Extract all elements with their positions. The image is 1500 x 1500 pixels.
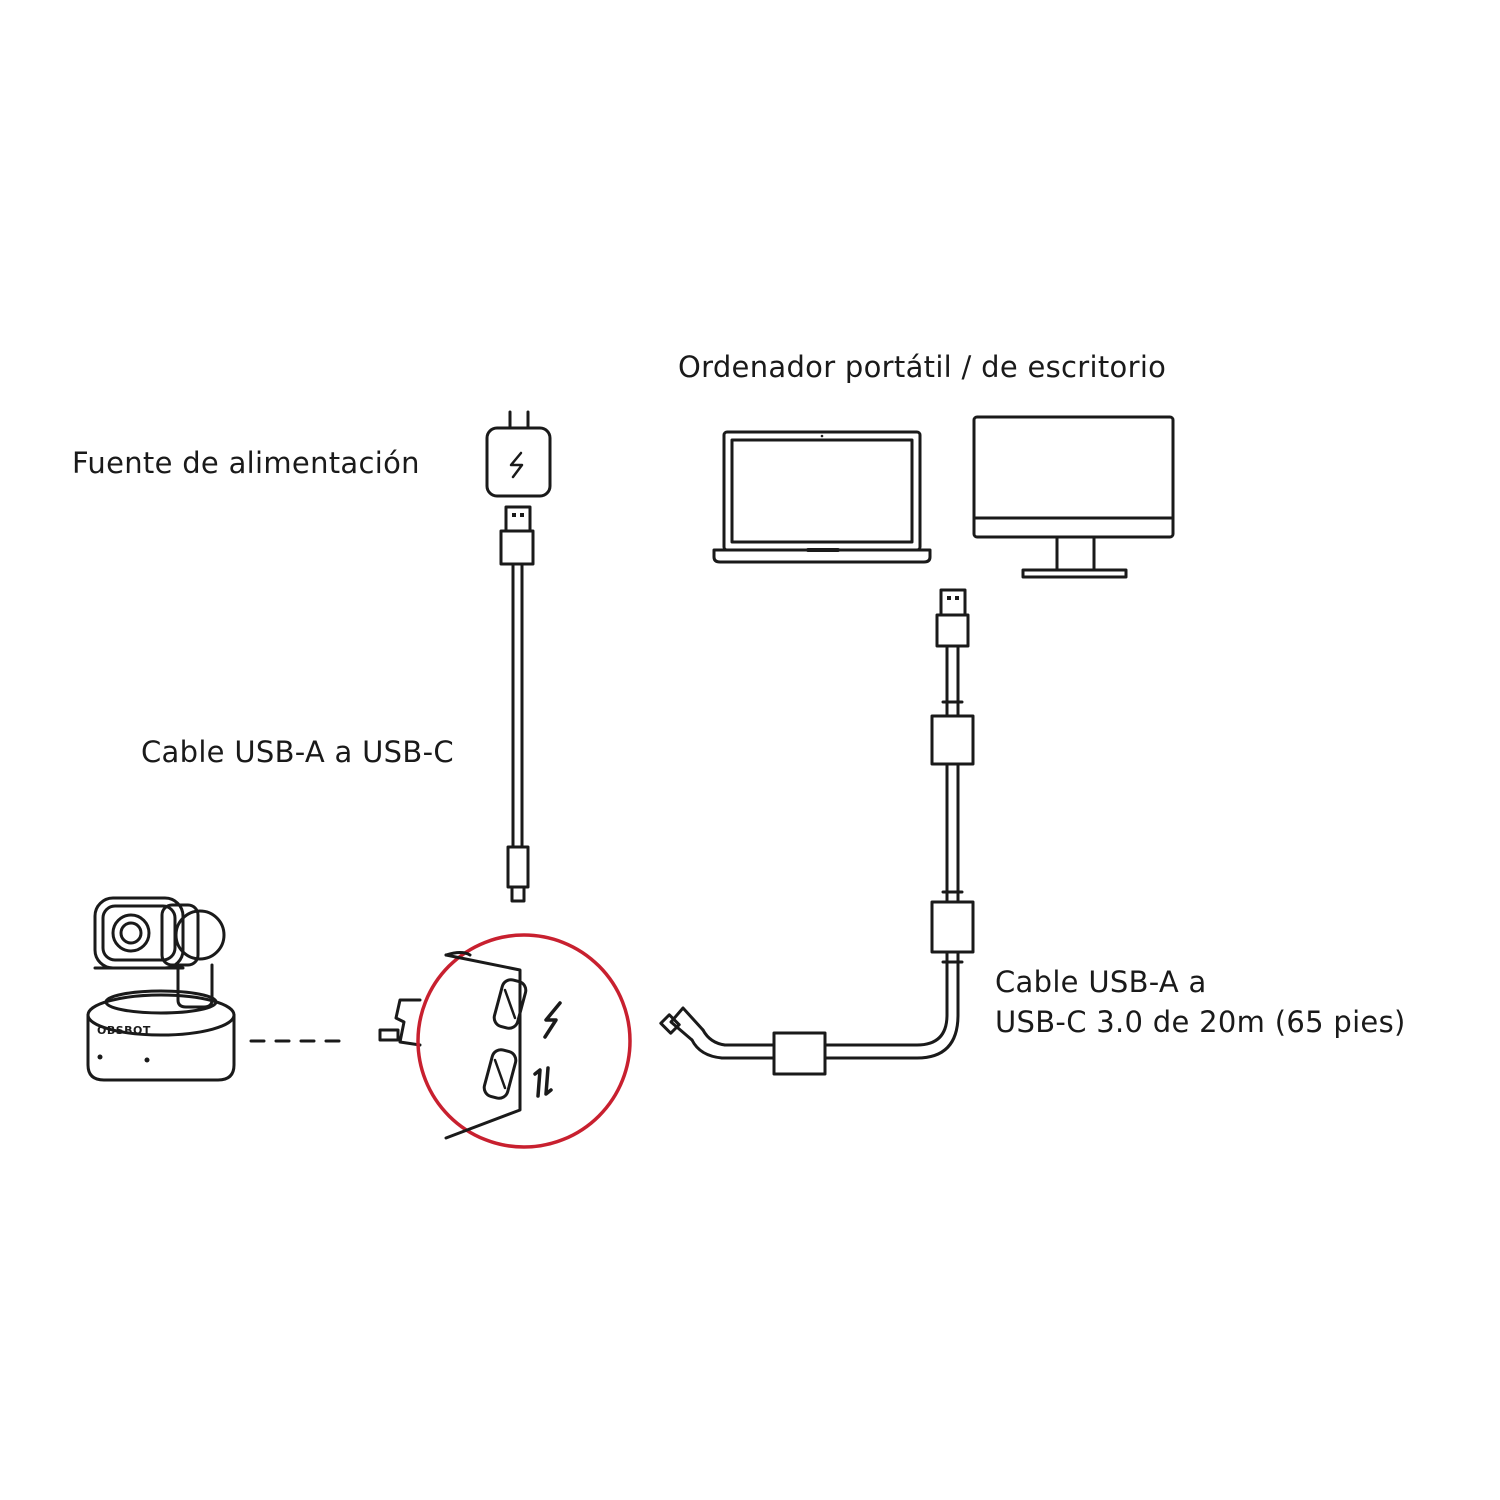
lightning-icon bbox=[543, 1001, 562, 1039]
usb-c-housing bbox=[506, 845, 530, 889]
desktop-monitor bbox=[972, 415, 1175, 579]
adapter-closeup bbox=[378, 933, 632, 1149]
ferrite-bead bbox=[930, 714, 975, 766]
long-cable-label-line1: Cable USB-A a bbox=[995, 965, 1207, 999]
ferrite-bead bbox=[772, 1031, 827, 1076]
usb-a-tip bbox=[504, 505, 532, 533]
zoom-circle bbox=[416, 933, 632, 1149]
usb-c-tip bbox=[659, 1013, 681, 1035]
short-cable-label: Cable USB-A a USB-C bbox=[141, 735, 454, 769]
long-cable bbox=[659, 588, 975, 1076]
computer-label: Ordenador portátil / de escritorio bbox=[678, 350, 1167, 384]
data-transfer-icon bbox=[533, 1066, 553, 1098]
laptop bbox=[712, 430, 932, 564]
ferrite-bead bbox=[930, 900, 975, 954]
short-cable bbox=[499, 505, 535, 903]
long-cable-label: Cable USB-A a USB-C 3.0 de 20m (65 pies) bbox=[995, 962, 1406, 1042]
usb-a-tip bbox=[939, 588, 967, 617]
lightning-icon bbox=[509, 451, 524, 479]
power-supply-label: Fuente de alimentación bbox=[72, 446, 420, 480]
usb-a-housing bbox=[935, 613, 970, 648]
usb-a-housing bbox=[499, 529, 535, 566]
usb-c-tip bbox=[510, 885, 526, 903]
long-cable-label-line2: USB-C 3.0 de 20m (65 pies) bbox=[995, 1005, 1406, 1039]
power-adapter bbox=[485, 410, 552, 498]
camera-brand-label: OBSBOT bbox=[97, 1024, 151, 1037]
obsbot-camera bbox=[86, 896, 236, 1082]
